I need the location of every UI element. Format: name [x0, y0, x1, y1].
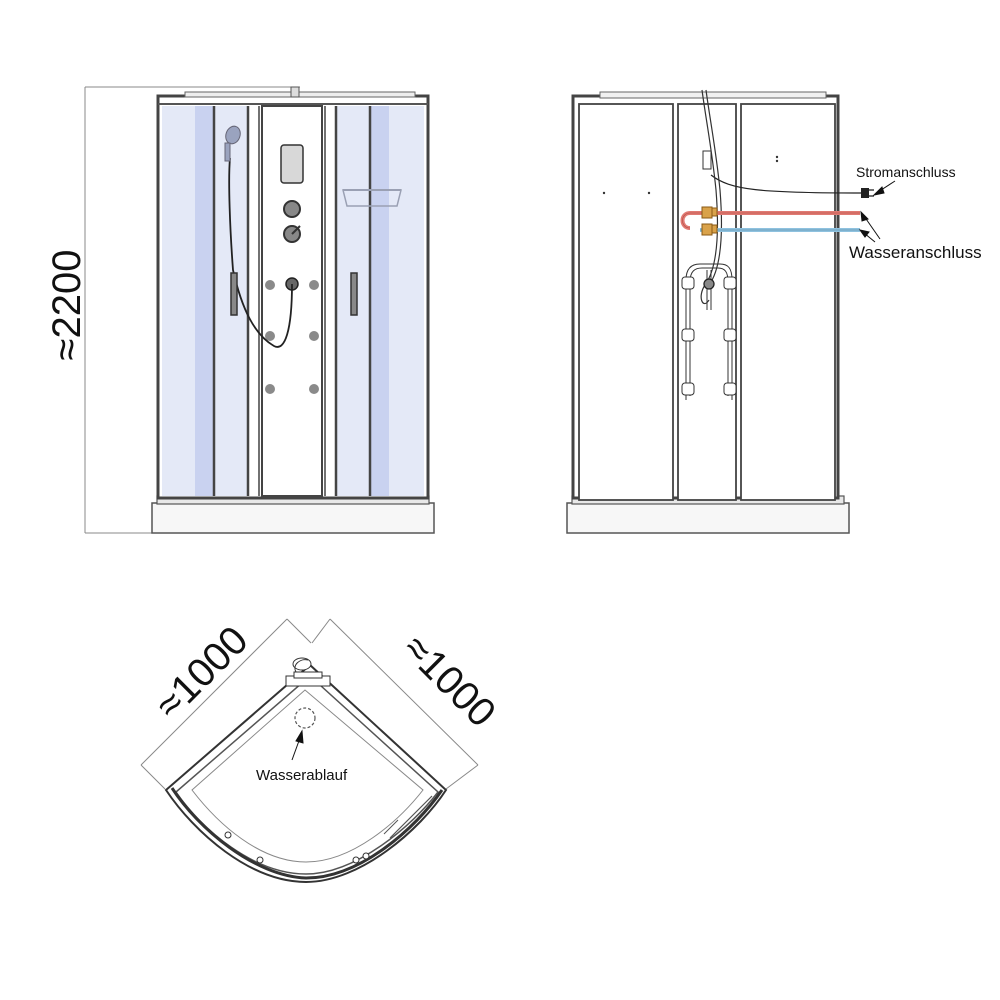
width-right-label: ≈1000	[394, 626, 504, 736]
front-left-glass-door	[162, 106, 250, 496]
front-shower-tray	[151, 502, 435, 534]
front-view: ≈2200	[45, 86, 435, 534]
back-view: Stromanschluss Wasseranschluss	[566, 89, 982, 534]
back-jet-nozzles	[681, 276, 737, 396]
top-view: ≈1000 ≈1000 Wasserablauf	[140, 618, 504, 884]
back-shower-tray	[566, 502, 850, 534]
water-connection-label: Wasseranschluss	[849, 243, 982, 262]
top-dimension-lines	[140, 618, 479, 790]
drain-arrow	[291, 729, 304, 761]
shower-hose	[228, 157, 293, 348]
left-door-handle	[230, 272, 238, 316]
drain-label: Wasserablauf	[256, 767, 348, 784]
top-shower-column	[285, 657, 331, 687]
top-tray-outline	[164, 663, 448, 884]
height-dimension	[84, 86, 300, 534]
control-display	[280, 144, 304, 184]
massage-jets	[265, 280, 319, 394]
diverter-knob	[283, 200, 301, 218]
back-left-panel	[578, 103, 674, 501]
junction-box	[702, 150, 712, 170]
back-mixer-fitting	[703, 278, 715, 290]
hot-water-pipe	[680, 211, 860, 230]
front-center-panel	[228, 105, 326, 497]
jet-piping	[685, 263, 733, 400]
back-shower-hose	[700, 89, 719, 305]
power-plug-icon	[861, 188, 874, 198]
power-connection-label: Stromanschluss	[856, 164, 956, 180]
right-door-handle	[350, 272, 358, 316]
drain-outlet	[294, 707, 316, 729]
width-left-label: ≈1000	[147, 618, 257, 728]
hand-shower-icon	[224, 125, 241, 162]
pipe-fittings	[701, 206, 718, 236]
front-right-glass-door	[334, 106, 424, 496]
height-dimension-label: ≈2200	[45, 250, 89, 361]
callout-arrows	[858, 180, 896, 243]
back-right-panel	[740, 103, 836, 501]
power-cable	[710, 174, 863, 194]
